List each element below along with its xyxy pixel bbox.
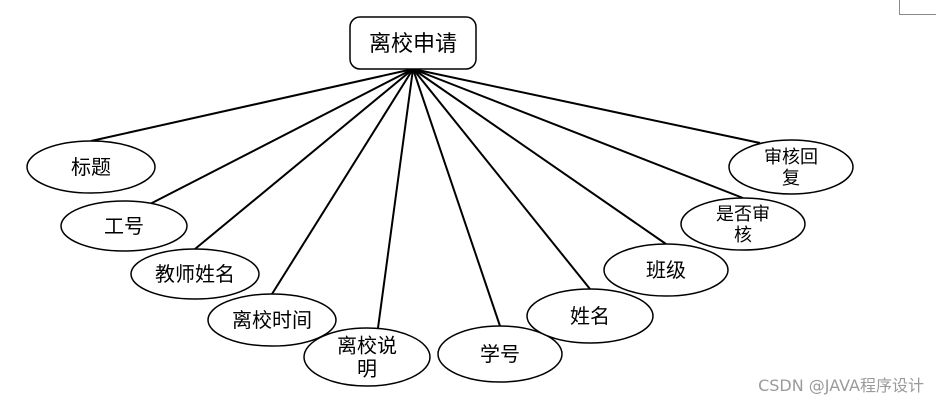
attribute-label: 学号 [480, 342, 520, 366]
connector-review-reply [412, 68, 761, 144]
attribute-ellipse [728, 139, 854, 195]
corner-mark [899, 0, 936, 15]
attribute-ellipse [437, 325, 563, 383]
attribute-ellipse [303, 327, 431, 387]
attribute-name: 姓名 [526, 288, 654, 344]
entity-box [349, 16, 477, 70]
connector-lines [90, 68, 761, 329]
attribute-label: 复 [782, 168, 800, 189]
attribute-ellipse [26, 140, 156, 194]
attribute-label: 班级 [646, 258, 686, 282]
connector-is-reviewed [412, 68, 744, 199]
attribute-label: 离校时间 [232, 308, 312, 332]
entity-node: 离校申请 [349, 16, 477, 70]
connector-employee-id [149, 68, 414, 205]
attribute-ellipse [60, 200, 188, 252]
attribute-label: 工号 [104, 214, 144, 238]
attribute-label: 审核回 [764, 147, 818, 168]
attribute-ellipse [680, 197, 806, 251]
entity-label: 离校申请 [369, 32, 457, 57]
attribute-label: 是否审 [716, 204, 770, 225]
attribute-employee-id: 工号 [60, 200, 188, 252]
attribute-ellipse [130, 248, 260, 300]
connector-teacher-name [194, 68, 414, 250]
attribute-label: 核 [734, 225, 752, 246]
connector-leave-time [271, 68, 414, 295]
watermark: CSDN @JAVA程序设计 [758, 376, 924, 395]
attribute-student-id: 学号 [437, 325, 563, 383]
attribute-title: 标题 [26, 140, 156, 194]
connector-student-id [412, 68, 501, 327]
attribute-ellipse [603, 243, 729, 297]
attribute-label: 标题 [71, 155, 111, 179]
attribute-class: 班级 [603, 243, 729, 297]
attribute-ellipse [526, 288, 654, 344]
attribute-label: 离校说 [337, 334, 397, 358]
attribute-label: 明 [357, 357, 377, 381]
connector-name [412, 68, 591, 290]
attribute-label: 教师姓名 [155, 262, 235, 286]
connector-leave-note [377, 68, 414, 329]
attribute-label: 姓名 [570, 304, 610, 328]
attribute-leave-time: 离校时间 [207, 293, 337, 347]
attribute-ellipse [207, 293, 337, 347]
attribute-teacher-name: 教师姓名 [130, 248, 260, 300]
connector-title [90, 68, 414, 142]
connector-class [412, 68, 667, 245]
